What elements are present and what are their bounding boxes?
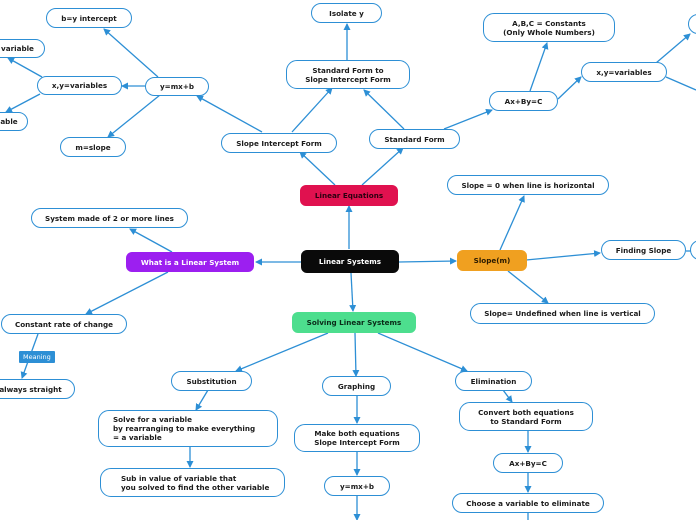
node-choose-variable[interactable]: Choose a variable to eliminate	[452, 493, 604, 513]
edge	[377, 332, 468, 372]
node-variable-partial[interactable]: variable	[0, 39, 45, 58]
edge	[235, 332, 329, 372]
edge	[507, 270, 549, 304]
edge	[107, 94, 161, 138]
edge	[195, 389, 209, 411]
edge	[443, 108, 493, 130]
node-convert-standard-form[interactable]: Convert both equations to Standard Form	[459, 402, 593, 431]
node-y-mx-b-graphing[interactable]: y=mx+b	[324, 476, 390, 496]
node-xy-variables-right[interactable]: x,y=variables	[581, 62, 667, 82]
node-constant-rate[interactable]: Constant rate of change	[1, 314, 127, 334]
central-node-linear-systems[interactable]: Linear Systems	[301, 250, 399, 273]
node-m-slope[interactable]: m=slope	[60, 137, 126, 157]
node-always-straight[interactable]: always straight	[0, 379, 75, 399]
node-slope-undefined-vertical[interactable]: Slope= Undefined when line is vertical	[470, 303, 655, 324]
edge	[665, 76, 696, 91]
node-ax-by-c-elimination[interactable]: Ax+By=C	[493, 453, 563, 473]
node-sub-in-value[interactable]: Sub in value of variable that you solved…	[100, 468, 285, 497]
node-finding-slope[interactable]: Finding Slope	[601, 240, 686, 260]
edge	[299, 151, 336, 186]
topic-linear-equations[interactable]: Linear Equations	[300, 185, 398, 206]
edge	[655, 33, 691, 64]
meaning-label: Meaning	[19, 351, 55, 363]
node-ax-by-c-standard[interactable]: Ax+By=C	[489, 91, 558, 111]
node-b-y-intercept[interactable]: b=y intercept	[46, 8, 132, 28]
node-slope-intercept-form[interactable]: Slope Intercept Form	[221, 133, 337, 153]
topic-solving-linear-systems[interactable]: Solving Linear Systems	[292, 312, 416, 333]
edge	[525, 250, 601, 261]
edge	[5, 93, 41, 113]
node-substitution[interactable]: Substitution	[171, 371, 252, 391]
edge	[291, 87, 333, 133]
edge	[499, 195, 525, 251]
edge	[85, 271, 169, 315]
node-xy-variables-left[interactable]: x,y=variables	[37, 76, 122, 95]
node-standard-to-slope-intercept[interactable]: Standard Form to Slope Intercept Form	[286, 60, 410, 89]
node-slope-zero-horizontal[interactable]: Slope = 0 when line is horizontal	[447, 175, 609, 195]
node-isolate-y[interactable]: Isolate y	[311, 3, 382, 23]
node-graphing[interactable]: Graphing	[322, 376, 391, 396]
node-able-partial[interactable]: able	[0, 112, 28, 131]
node-solve-for-variable[interactable]: Solve for a variable by rearranging to m…	[98, 410, 278, 447]
edge	[557, 76, 582, 100]
node-elimination[interactable]: Elimination	[455, 371, 532, 391]
edge	[196, 95, 263, 133]
edge	[352, 332, 360, 377]
node-make-both-slope-intercept[interactable]: Make both equations Slope Intercept Form	[294, 424, 420, 452]
edge	[363, 89, 405, 130]
edge	[529, 42, 549, 92]
node-standard-form[interactable]: Standard Form	[369, 129, 460, 149]
edge	[361, 147, 404, 186]
topic-slope[interactable]: Slope(m)	[457, 250, 527, 271]
edge	[103, 28, 159, 78]
edge	[7, 57, 43, 78]
edge	[502, 389, 513, 403]
node-y-mx-b[interactable]: y=mx+b	[145, 77, 209, 96]
edge	[398, 257, 457, 265]
edge	[129, 228, 173, 253]
edge	[349, 272, 357, 312]
node-abc-constants[interactable]: A,B,C = Constants (Only Whole Numbers)	[483, 13, 615, 42]
topic-what-is-linear-system[interactable]: What is a Linear System	[126, 252, 254, 272]
node-system-made-of-lines[interactable]: System made of 2 or more lines	[31, 208, 188, 228]
